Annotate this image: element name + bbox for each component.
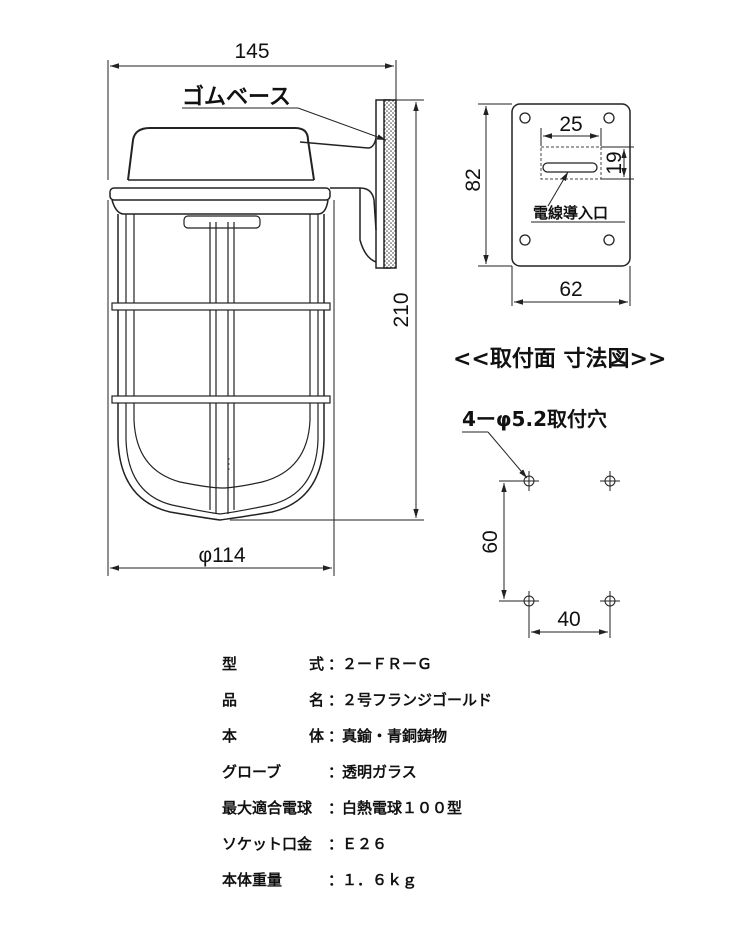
svg-text:25: 25 (559, 113, 582, 136)
svg-text:210: 210 (390, 292, 413, 327)
spec-separator: ： (328, 799, 344, 817)
spec-row-bulb: 最大適合電球 ： 白熱電球１００型 (222, 796, 642, 832)
cage-outer (117, 214, 325, 521)
cage-ring (111, 395, 331, 404)
spec-value: １．６ｋｇ (342, 871, 418, 889)
svg-text:82: 82 (462, 168, 485, 191)
svg-text:φ114: φ114 (198, 544, 245, 567)
cage-ring (111, 302, 331, 311)
spec-row-model: 型式 ： ２ーＦＲーＧ (222, 652, 642, 688)
lamp-flange (109, 187, 331, 201)
dim-145: 145 (107, 40, 397, 180)
spec-separator: ： (328, 691, 344, 709)
mounting-plate-view: 25 19 電線導入口 82 62 (462, 103, 634, 306)
spec-row-name: 品名 ： ２号フランジゴールド (222, 688, 642, 724)
rubber-base (383, 99, 397, 269)
dim-210: 210 (230, 99, 424, 521)
technical-drawing: 145 ゴムベース 210 φ114 25 19 (107, 40, 666, 638)
spec-label: 最大適合電球 (222, 799, 313, 817)
svg-text:4ーφ5.2取付穴: 4ーφ5.2取付穴 (462, 407, 607, 431)
spec-separator: ： (328, 763, 344, 781)
cable-slot (542, 162, 598, 173)
spec-row-socket: ソケット口金 ： Ｅ２６ (222, 832, 642, 868)
spec-separator: ： (328, 835, 344, 853)
spec-row-body: 本体 ： 真鍮・青銅鋳物 (222, 724, 642, 760)
svg-text:145: 145 (234, 40, 269, 63)
svg-text:19: 19 (603, 151, 626, 174)
spec-label: 本体 (222, 727, 324, 745)
lamp-side-view (109, 99, 397, 521)
rubber-base-callout: ゴムベース (182, 84, 387, 141)
spec-value: Ｅ２６ (342, 835, 388, 853)
spec-separator: ： (328, 727, 344, 745)
dim-phi114: φ114 (107, 200, 335, 576)
spec-value: ２ーＦＲーＧ (342, 655, 433, 673)
spec-label: グローブ (222, 763, 282, 781)
spec-value: 透明ガラス (342, 763, 417, 781)
lamp-arm (299, 137, 377, 231)
spec-value: ２号フランジゴールド (342, 691, 493, 709)
spec-value: 真鍮・青銅鋳物 (342, 727, 448, 745)
svg-text:40: 40 (557, 608, 580, 631)
glass-globe (133, 214, 311, 489)
spec-label: 型式 (222, 655, 324, 673)
hole-pattern: 4ーφ5.2取付穴 60 40 (462, 407, 620, 638)
svg-text:60: 60 (479, 530, 502, 553)
spec-value: 白熱電球１００型 (342, 799, 463, 817)
spec-label: 本体重量 (222, 871, 283, 889)
spec-separator: ： (328, 871, 344, 889)
mount-title: <<取付面 寸法図>> (453, 347, 666, 372)
svg-text:62: 62 (559, 278, 582, 301)
spec-label: ソケット口金 (222, 835, 313, 853)
spec-separator: ： (328, 655, 344, 673)
spec-table: 型式 ： ２ーＦＲーＧ 品名 ： ２号フランジゴールド 本体 ： 真鍮・青銅鋳物… (222, 652, 642, 904)
spec-label: 品名 (222, 691, 324, 709)
svg-text:ゴムベース: ゴムベース (182, 84, 291, 110)
lamp-cap (127, 127, 315, 181)
spec-row-globe: グローブ ： 透明ガラス (222, 760, 642, 796)
svg-text:電線導入口: 電線導入口 (533, 204, 608, 222)
spec-row-weight: 本体重量 ： １．６ｋｇ (222, 868, 642, 904)
